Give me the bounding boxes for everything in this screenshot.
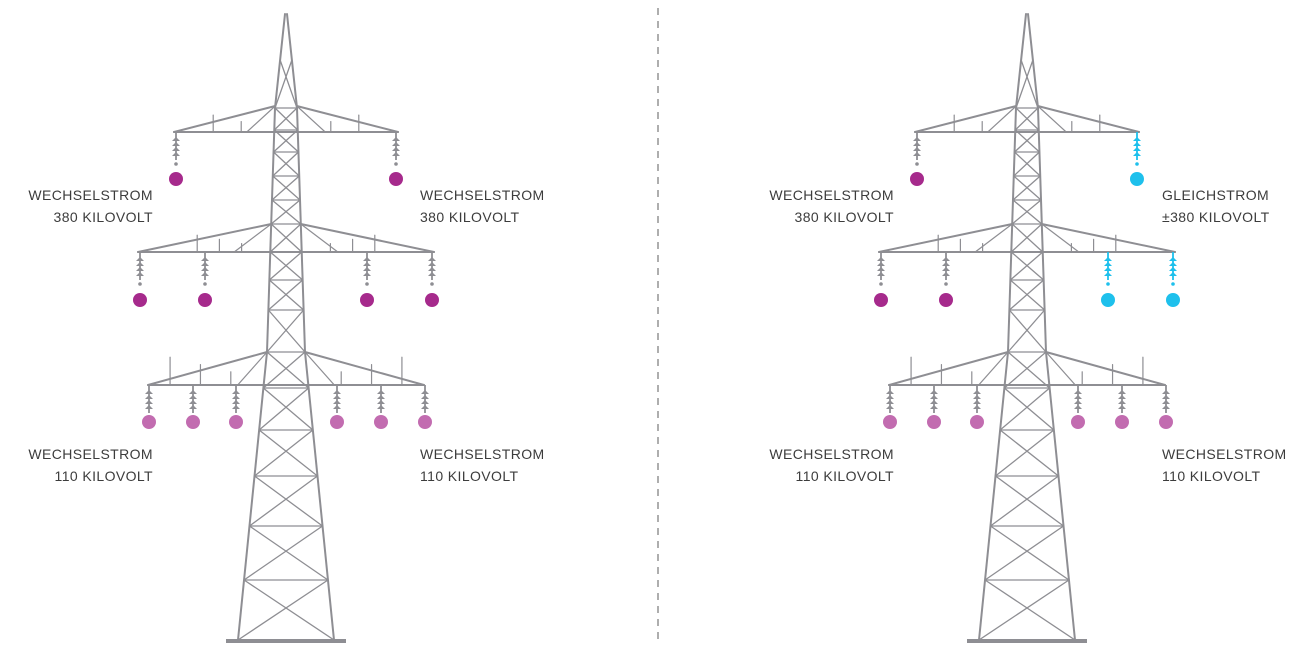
insulator-icon — [201, 252, 209, 286]
label-line: ±380 KILOVOLT — [1162, 209, 1270, 225]
insulator-icon — [172, 132, 180, 166]
label-line: 110 KILOVOLT — [420, 468, 519, 484]
insulator-icon — [421, 385, 429, 419]
right-label-top-right: GLEICHSTROM ±380 KILOVOLT — [1162, 184, 1270, 228]
conductor-dot — [1130, 172, 1144, 186]
label-line: WECHSELSTROM — [769, 446, 894, 462]
conductor-dot — [910, 172, 924, 186]
insulator-icon — [1162, 385, 1170, 419]
label-line: 380 KILOVOLT — [794, 209, 894, 225]
right-label-top-left: WECHSELSTROM 380 KILOVOLT — [769, 184, 894, 228]
label-line: WECHSELSTROM — [28, 187, 153, 203]
left-label-bottom-left: WECHSELSTROM 110 KILOVOLT — [28, 443, 153, 487]
conductor-dot — [374, 415, 388, 429]
insulator-icon — [930, 385, 938, 419]
label-line: 380 KILOVOLT — [53, 209, 153, 225]
insulator-icon — [377, 385, 385, 419]
left-label-bottom-right: WECHSELSTROM 110 KILOVOLT — [420, 443, 545, 487]
insulator-icon — [1118, 385, 1126, 419]
insulator-icon — [1133, 132, 1141, 166]
conductor-dot — [939, 293, 953, 307]
conductor-dot — [186, 415, 200, 429]
insulator-icon — [363, 252, 371, 286]
conductor-dot — [1159, 415, 1173, 429]
label-line: WECHSELSTROM — [420, 446, 545, 462]
label-line: 380 KILOVOLT — [420, 209, 520, 225]
label-line: WECHSELSTROM — [28, 446, 153, 462]
insulator-icon — [1074, 385, 1082, 419]
conductor-dot — [970, 415, 984, 429]
insulator-icon — [1104, 252, 1112, 286]
label-line: WECHSELSTROM — [769, 187, 894, 203]
insulator-icon — [189, 385, 197, 419]
label-line: WECHSELSTROM — [1162, 446, 1287, 462]
conductor-dot — [874, 293, 888, 307]
conductor-dot — [1101, 293, 1115, 307]
conductor-dot — [133, 293, 147, 307]
left-label-top-left: WECHSELSTROM 380 KILOVOLT — [28, 184, 153, 228]
conductor-dot — [360, 293, 374, 307]
label-line: GLEICHSTROM — [1162, 187, 1270, 203]
label-line: WECHSELSTROM — [420, 187, 545, 203]
conductor-dot — [1071, 415, 1085, 429]
conductor-dot — [418, 415, 432, 429]
conductor-dot — [883, 415, 897, 429]
insulator-icon — [392, 132, 400, 166]
insulator-icon — [973, 385, 981, 419]
conductor-dot — [142, 415, 156, 429]
conductor-dot — [927, 415, 941, 429]
left-label-top-right: WECHSELSTROM 380 KILOVOLT — [420, 184, 545, 228]
insulator-icon — [136, 252, 144, 286]
conductor-dot — [1115, 415, 1129, 429]
insulator-icon — [913, 132, 921, 166]
insulator-icon — [145, 385, 153, 419]
insulator-icon — [428, 252, 436, 286]
conductor-dot — [425, 293, 439, 307]
conductor-dot — [198, 293, 212, 307]
insulator-icon — [942, 252, 950, 286]
label-line: 110 KILOVOLT — [795, 468, 894, 484]
insulator-icon — [333, 385, 341, 419]
conductor-dot — [229, 415, 243, 429]
conductor-dot — [169, 172, 183, 186]
left-pylon — [137, 13, 435, 643]
insulator-icon — [886, 385, 894, 419]
right-label-bottom-left: WECHSELSTROM 110 KILOVOLT — [769, 443, 894, 487]
conductor-dot — [389, 172, 403, 186]
conductor-dot — [1166, 293, 1180, 307]
label-line: 110 KILOVOLT — [1162, 468, 1261, 484]
right-pylon — [878, 13, 1176, 643]
right-label-bottom-right: WECHSELSTROM 110 KILOVOLT — [1162, 443, 1287, 487]
insulator-icon — [232, 385, 240, 419]
conductor-dot — [330, 415, 344, 429]
label-line: 110 KILOVOLT — [54, 468, 153, 484]
insulator-icon — [1169, 252, 1177, 286]
insulator-icon — [877, 252, 885, 286]
